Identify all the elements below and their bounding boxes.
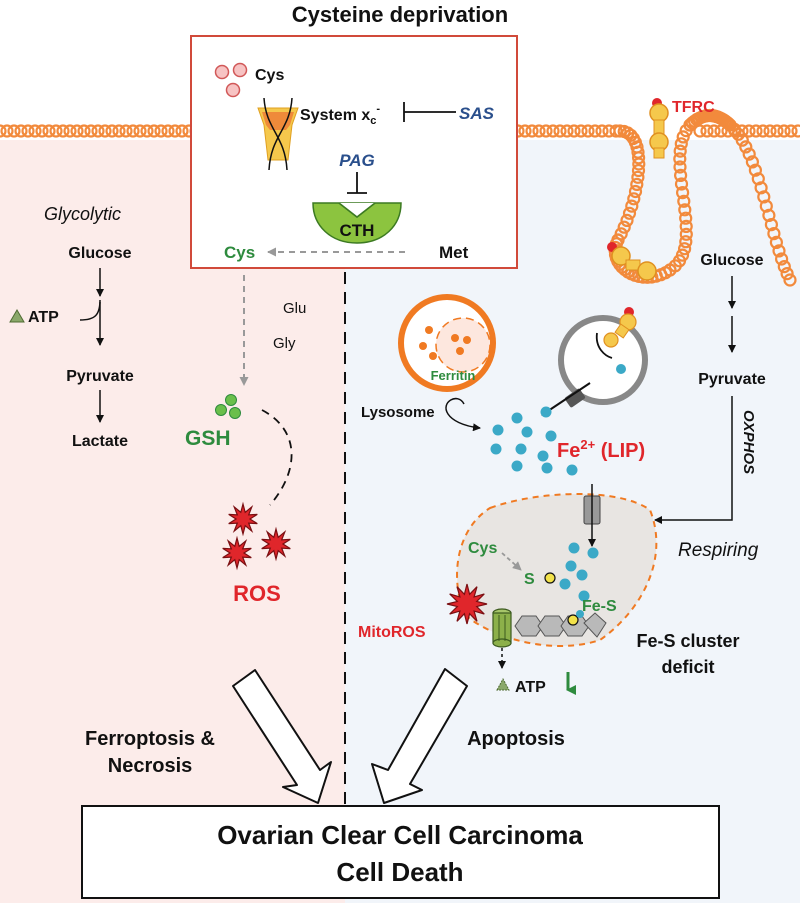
mitoros-label: MitoROS: [358, 624, 426, 641]
fes-deficit-line1: Fe-S cluster: [636, 631, 739, 651]
outcome-line2: Cell Death: [336, 857, 463, 887]
sulfur-atom: [545, 573, 555, 583]
sas-inhibitor-label: SAS: [459, 104, 495, 123]
cys-product-label: Cys: [224, 243, 255, 262]
met-label: Met: [439, 243, 469, 262]
lysosome-label: Lysosome: [361, 404, 435, 421]
fes-label: Fe-S: [582, 598, 617, 615]
right-glucose-label: Glucose: [700, 252, 763, 269]
mito-atp-label: ATP: [515, 679, 546, 696]
system-xc-label: System xc-: [300, 103, 380, 127]
left-glucose-label: Glucose: [68, 245, 131, 262]
cth-label: CTH: [340, 221, 375, 240]
respiring-label: Respiring: [678, 540, 759, 561]
tfrc-label: TFRC: [672, 99, 715, 116]
glu-label: Glu: [283, 300, 306, 317]
left-pyruvate-label: Pyruvate: [66, 368, 134, 385]
cys-label: Cys: [255, 67, 284, 84]
outcome-line1: Ovarian Clear Cell Carcinoma: [217, 820, 583, 850]
atp-synthase: [493, 609, 511, 647]
pag-inhibitor-label: PAG: [339, 151, 375, 170]
left-atp-label: ATP: [28, 309, 59, 326]
tfrc-receptor-top: [650, 98, 668, 158]
lactate-label: Lactate: [72, 433, 128, 450]
apoptosis-label: Apoptosis: [467, 728, 565, 750]
s-label: S: [524, 571, 535, 588]
ferritin-label: Ferritin: [431, 368, 476, 383]
glycolytic-label: Glycolytic: [44, 204, 121, 224]
gly-label: Gly: [273, 335, 296, 352]
diagram-title: Cysteine deprivation: [292, 2, 508, 27]
ferroptosis-necrosis-line1: Ferroptosis &: [85, 728, 215, 750]
fe-lip-label: Fe2+ (LIP): [557, 437, 645, 462]
oxphos-label: OXPHOS: [740, 410, 757, 474]
ros-label: ROS: [233, 581, 281, 606]
mito-cys-label: Cys: [468, 540, 497, 557]
fes-deficit-line2: deficit: [661, 657, 714, 677]
right-pyruvate-label: Pyruvate: [698, 371, 766, 388]
gsh-label: GSH: [185, 427, 231, 450]
ferroptosis-necrosis-line2: Necrosis: [108, 755, 193, 777]
